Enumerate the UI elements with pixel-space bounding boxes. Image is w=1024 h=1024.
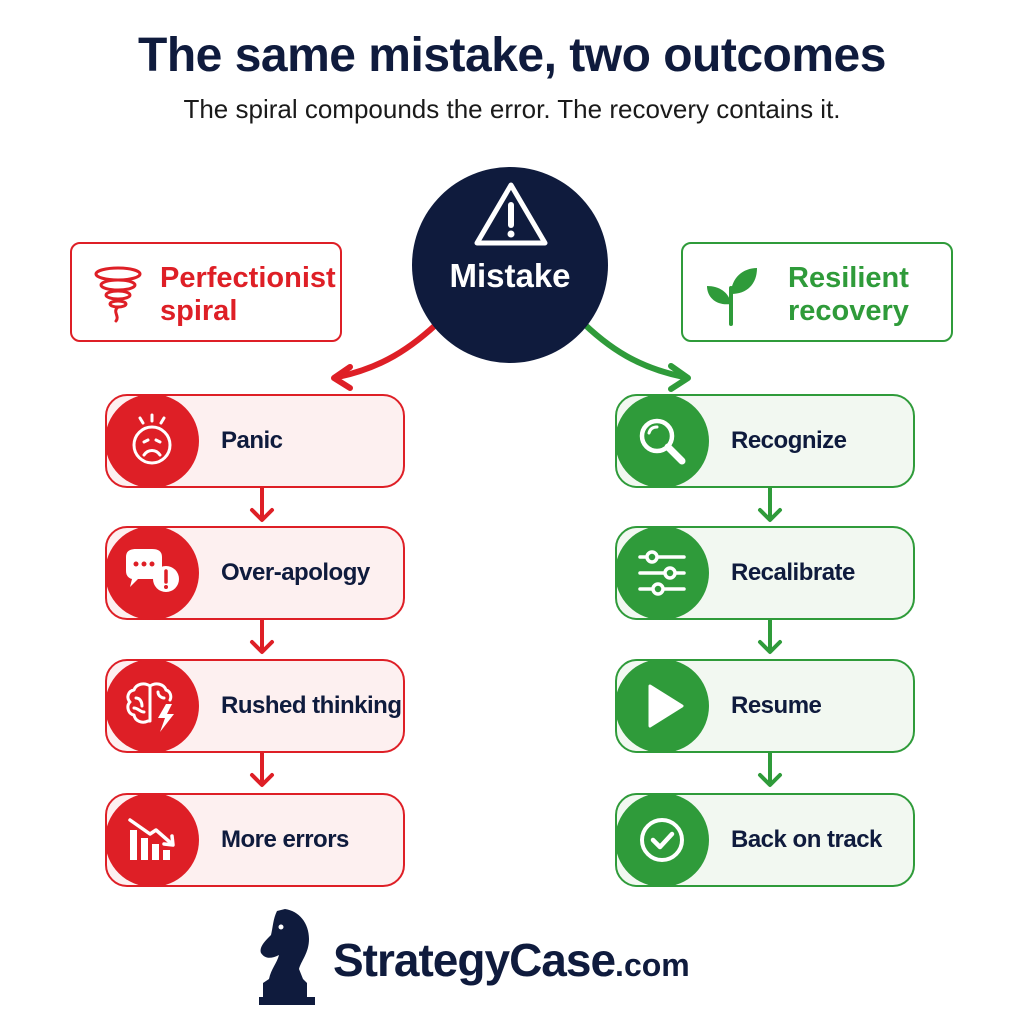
step-label: Panic bbox=[221, 427, 283, 454]
step-label: Over-apology bbox=[221, 559, 370, 586]
worried-face-icon bbox=[132, 413, 172, 465]
perfectionist-spiral-header: Perfectionist spiral bbox=[70, 242, 342, 342]
resilient-recovery-label: Resilient recovery bbox=[788, 262, 909, 327]
step-back-on-track: Back on track bbox=[615, 793, 915, 887]
play-icon bbox=[648, 684, 684, 728]
page-title: The same mistake, two outcomes bbox=[138, 29, 886, 82]
sliders-icon bbox=[638, 550, 686, 596]
step-more-errors: More errors bbox=[105, 793, 405, 887]
hub-to-red-arrow bbox=[337, 315, 446, 380]
hub-to-green-arrow bbox=[575, 315, 685, 380]
check-circle-icon bbox=[640, 818, 684, 862]
step-label: Recognize bbox=[731, 427, 847, 454]
sprout-icon bbox=[707, 268, 757, 326]
step-panic: Panic bbox=[105, 394, 405, 488]
chess-knight-logo bbox=[259, 909, 315, 1005]
mistake-hub: Mistake bbox=[412, 167, 608, 363]
step-label: Rushed thinking bbox=[221, 692, 402, 719]
magnifier-icon bbox=[639, 418, 686, 465]
step-label: Recalibrate bbox=[731, 559, 855, 586]
brand-name: StrategyCase bbox=[333, 934, 616, 986]
page-subtitle: The spiral compounds the error. The reco… bbox=[183, 94, 841, 124]
step-label: Back on track bbox=[731, 826, 882, 853]
declining-chart-icon bbox=[128, 818, 175, 860]
brand-tld: .com bbox=[615, 947, 690, 983]
perfectionist-spiral-label: Perfectionist spiral bbox=[160, 262, 336, 327]
brain-lightning-icon bbox=[126, 682, 174, 732]
step-over-apology: Over-apology bbox=[105, 526, 405, 620]
brand-footer: StrategyCase.com bbox=[255, 905, 775, 1005]
step-label: More errors bbox=[221, 826, 349, 853]
step-recalibrate: Recalibrate bbox=[615, 526, 915, 620]
step-label: Resume bbox=[731, 692, 822, 719]
step-resume: Resume bbox=[615, 659, 915, 753]
warning-icon bbox=[474, 182, 548, 246]
speech-bubbles-icon bbox=[126, 549, 179, 592]
hub-label: Mistake bbox=[449, 257, 571, 294]
step-recognize: Recognize bbox=[615, 394, 915, 488]
step-rushed-thinking: Rushed thinking bbox=[105, 659, 405, 753]
spiral-icon bbox=[94, 266, 142, 323]
resilient-recovery-header: Resilient recovery bbox=[681, 242, 953, 342]
